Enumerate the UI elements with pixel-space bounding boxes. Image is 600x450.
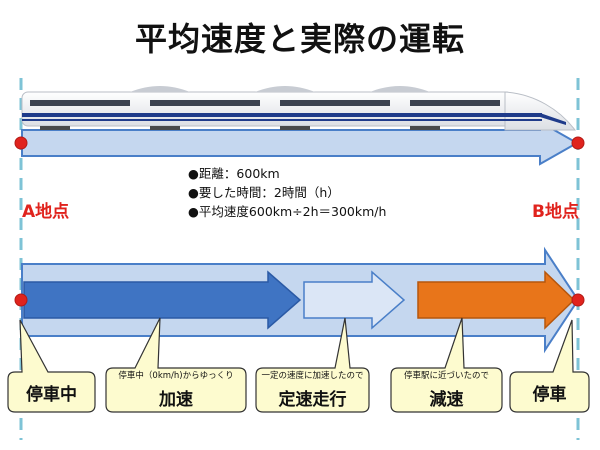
- point-a-marker-top: [14, 136, 28, 150]
- deceleration-arrow: [417, 270, 576, 330]
- phase-label: 停車中: [26, 385, 77, 405]
- callout-deceleration: [390, 317, 503, 413]
- phase-stopped-end: 停車: [510, 380, 589, 405]
- point-b-marker-bottom: [571, 293, 585, 307]
- callout-constant-speed: [255, 317, 370, 413]
- callout-stopped-start: [7, 319, 96, 413]
- phase-deceleration: 停車駅に近づいたので 減速: [391, 371, 502, 410]
- phase-acceleration: 停車中（0km/h)からゆっくり 加速: [106, 371, 246, 410]
- phase-constant-speed: 一定の速度に加速したので 定速走行: [256, 371, 369, 410]
- fact-distance: ●距離：600km: [188, 166, 280, 181]
- callout-acceleration: [105, 317, 247, 413]
- point-a-label: A地点: [22, 202, 70, 222]
- fact-average-speed: ●平均速度600km÷2h＝300km/h: [188, 204, 387, 219]
- phase-note: 停車駅に近づいたので: [403, 371, 489, 381]
- shinkansen-train-image: [21, 86, 577, 131]
- phase-note: 一定の速度に加速したので: [261, 371, 364, 381]
- acceleration-arrow: [23, 270, 302, 330]
- point-b-marker-top: [571, 136, 585, 150]
- fact-time: ●要した時間：2時間（h）: [188, 185, 340, 200]
- slide-title: 平均速度と実際の運転: [134, 20, 465, 58]
- phase-label: 定速走行: [278, 390, 347, 410]
- phase-label: 停車: [532, 385, 567, 405]
- point-b-label: B地点: [532, 202, 579, 222]
- phase-note: 停車中（0km/h)からゆっくり: [118, 371, 234, 381]
- facts-list: ●距離：600km ●要した時間：2時間（h） ●平均速度600km÷2h＝30…: [188, 164, 386, 221]
- phase-label: 加速: [159, 390, 193, 410]
- constant-speed-arrow: [303, 270, 406, 330]
- phase-stopped-start: 停車中: [8, 380, 95, 405]
- callout-stopped-end: [509, 319, 590, 413]
- phase-label: 減速: [429, 390, 464, 410]
- point-a-marker-bottom: [14, 293, 28, 307]
